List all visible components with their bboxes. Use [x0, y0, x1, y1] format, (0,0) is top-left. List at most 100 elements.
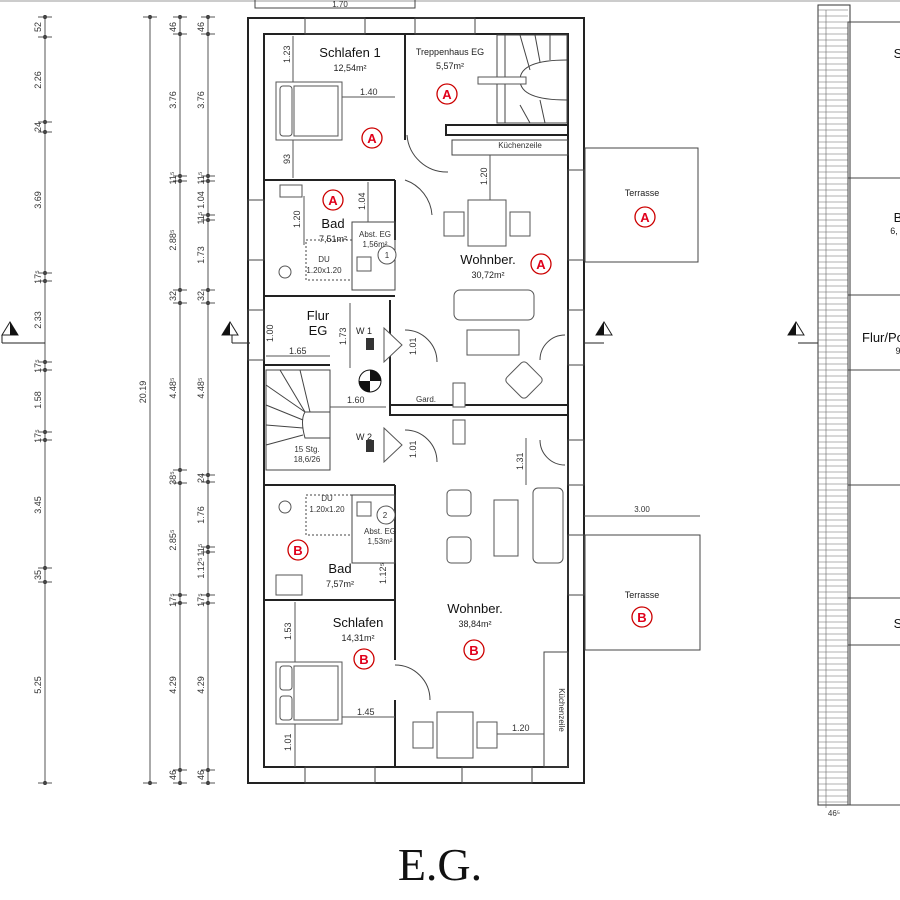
neighbor-area-3: 9: [895, 346, 900, 356]
staircase-lower: [265, 369, 331, 471]
room-labels: Schlafen 1 12,54m² Treppenhaus EG 5,57m²…: [294, 45, 660, 732]
shower-label-b: DU: [321, 494, 333, 503]
dimension-label: 11⁵: [196, 171, 206, 184]
dimension-label: 3.76: [168, 91, 178, 109]
terrace-b: [584, 534, 701, 651]
room-area-bad-b: 7,57m²: [326, 579, 354, 589]
w2-label: W 2: [356, 432, 372, 442]
dim-text: 1.01: [283, 733, 293, 751]
marker-letter: A: [442, 87, 452, 102]
dimension-label: 3.45: [33, 496, 43, 514]
marker-letter: B: [293, 543, 302, 558]
marker-letter: B: [469, 643, 478, 658]
dimension-label: 17⁵: [33, 270, 43, 284]
dimension-label: 2.26: [33, 71, 43, 89]
neighbor-room-3: Flur/Po: [862, 330, 900, 345]
dimension-label: 1.58: [33, 391, 43, 409]
abst-b-number: 2: [383, 511, 388, 520]
dimension-label: 46: [168, 22, 178, 32]
dimension-label: 17⁵: [196, 593, 206, 607]
dim-text: 1.12⁵: [378, 562, 388, 584]
shower-size-b: 1.20x1.20: [309, 505, 345, 514]
kuechenzeile-a-label: Küchenzeile: [498, 141, 542, 150]
marker-letter: A: [536, 257, 546, 272]
dimension-label: 46: [168, 770, 178, 780]
room-name-wohn-b: Wohnber.: [447, 601, 502, 616]
dimension-label: 4.29: [196, 676, 206, 694]
dim-text: 1.53: [283, 622, 293, 640]
abst-b-name: Abst. EG: [364, 527, 396, 536]
dim-text: 93: [282, 154, 292, 164]
room-name-flur-2: EG: [309, 323, 328, 338]
dim-text: 1.45: [357, 707, 375, 717]
w1-label: W 1: [356, 326, 372, 336]
dimension-label: 17⁵: [168, 593, 178, 607]
terrace-a: [584, 147, 699, 263]
room-name-wohn-a: Wohnber.: [460, 252, 515, 267]
drawing-title: E.G.: [397, 839, 483, 890]
neighbor-building: S B 6, Flur/Po 9 S 46⁵: [817, 4, 900, 818]
dimension-label: 4.29: [168, 676, 178, 694]
room-name-bad-b: Bad: [328, 561, 351, 576]
dimension-label: 24: [196, 473, 206, 483]
shower-size-a: 1.20x1.20: [306, 266, 342, 275]
room-area-schlafen1: 12,54m²: [333, 63, 366, 73]
dim-text: 1.40: [360, 87, 378, 97]
garderobe-label: Gard.: [416, 395, 436, 404]
dimension-label: 2.33: [33, 311, 43, 329]
apartment-marker-b: B: [631, 606, 653, 628]
apartment-marker-b: B: [287, 539, 309, 561]
abst-a-number: 1: [385, 251, 390, 260]
dimension-label: 52: [33, 22, 43, 32]
abst-b-area: 1,53m²: [368, 537, 393, 546]
dimension-label: 17⁵: [33, 429, 43, 443]
furniture: [275, 81, 569, 768]
dimension-label: 2.88⁵: [168, 229, 178, 251]
room-name-flur-1: Flur: [307, 308, 330, 323]
marker-letter: A: [328, 193, 338, 208]
dimension-label: 2.85⁵: [168, 529, 178, 551]
room-area-wohn-a: 30,72m²: [471, 270, 504, 280]
building-walls: [247, 17, 585, 784]
marker-letter: B: [637, 610, 646, 625]
room-name-schlafen1: Schlafen 1: [319, 45, 380, 60]
room-area-schlafen-b: 14,31m²: [341, 633, 374, 643]
terrace-a-label: Terrasse: [625, 188, 660, 198]
dim-text: 1.20: [479, 167, 489, 185]
apartment-marker-a: A: [634, 206, 656, 228]
dimension-label: 1.12⁵: [196, 557, 206, 579]
room-name-treppenhaus: Treppenhaus EG: [416, 47, 484, 57]
dimension-label: 20.19: [138, 381, 148, 404]
dimension-label: 32: [196, 291, 206, 301]
section-marker-mid: [221, 321, 250, 344]
dim-text: 1.31: [515, 452, 525, 470]
dimension-label: 46: [196, 22, 206, 32]
dimension-label: 3.76: [196, 91, 206, 109]
dimension-label: 11⁵: [196, 211, 206, 224]
neighbor-area-2: 6,: [890, 226, 898, 236]
abst-a-name: Abst. EG: [359, 230, 391, 239]
stairs-steps: 15 Stg.: [294, 445, 319, 454]
dimension-label: 4.48⁵: [168, 377, 178, 399]
neighbor-room-2: B: [894, 210, 900, 225]
dim-text: 1.65: [289, 346, 307, 356]
dimension-label: 1.76: [196, 506, 206, 524]
dimension-label: 1.73: [196, 246, 206, 264]
dimension-label: 11⁵: [196, 543, 206, 556]
dimension-label: 5.25: [33, 676, 43, 694]
apartment-marker-a: A: [530, 253, 552, 275]
kuechenzeile-b-label: Küchenzeile: [557, 688, 566, 732]
dim-text: 1.60: [347, 395, 365, 405]
dim-text: 1.01: [408, 440, 418, 458]
dim-text: 1.04: [357, 192, 367, 210]
shower-label-a: DU: [318, 255, 330, 264]
terrace-b-label: Terrasse: [625, 590, 660, 600]
top-dimension: 1.70: [332, 0, 348, 9]
terrace-dimension: 3.00: [634, 505, 650, 514]
dimension-label: 24: [33, 122, 43, 132]
room-area-treppenhaus: 5,57m²: [436, 61, 464, 71]
stairs-ratio: 18,6/26: [294, 455, 321, 464]
room-name-schlafen-b: Schlafen: [333, 615, 384, 630]
dimension-label: 38⁵: [168, 471, 178, 485]
